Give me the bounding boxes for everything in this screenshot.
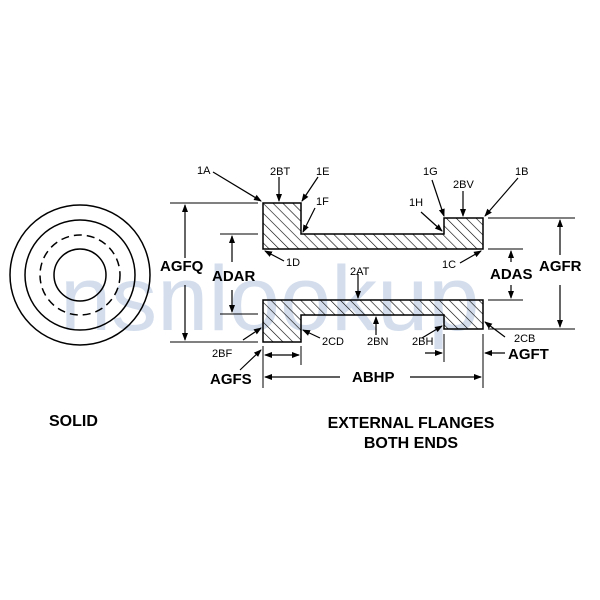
section-view (262, 202, 484, 343)
dim-ADAR: ADAR (212, 268, 255, 285)
label-2BF: 2BF (212, 348, 232, 360)
dimension-labels: AGFQ ADAR ADAS AGFR AGFS ABHP AGFT (160, 258, 582, 388)
dimension-arrows (182, 171, 563, 380)
label-1A: 1A (197, 165, 211, 177)
label-1H: 1H (409, 197, 423, 209)
extension-lines (170, 202, 575, 388)
label-1G: 1G (423, 166, 438, 178)
point-labels: 1A 2BT 1E 1F 1G 2BV 1B 1H 1D 2AT 1C 2BF … (197, 165, 535, 360)
solid-end-view (9, 204, 151, 346)
upper-wall (262, 202, 484, 250)
dim-AGFT: AGFT (508, 346, 549, 363)
outer-circle (9, 204, 151, 346)
label-2AT: 2AT (350, 266, 370, 278)
label-2BT: 2BT (270, 166, 290, 178)
caption-external-line1: EXTERNAL FLANGES (328, 415, 495, 432)
label-1D: 1D (286, 257, 300, 269)
dim-AGFS: AGFS (210, 371, 252, 388)
label-1F: 1F (316, 196, 329, 208)
label-1C: 1C (442, 259, 456, 271)
caption-external-line2: BOTH ENDS (364, 435, 459, 452)
label-2CD: 2CD (322, 336, 344, 348)
hidden-circle (39, 234, 121, 316)
dim-ABHP: ABHP (352, 369, 395, 386)
label-1E: 1E (316, 166, 329, 178)
dim-ADAS: ADAS (490, 266, 533, 283)
lower-wall (262, 299, 484, 343)
label-2BN: 2BN (367, 336, 388, 348)
label-2BV: 2BV (453, 179, 474, 191)
flange-circle (24, 219, 136, 331)
dim-AGFR: AGFR (539, 258, 582, 275)
label-2CB: 2CB (514, 333, 535, 345)
caption-solid: SOLID (49, 413, 98, 430)
bore-circle (53, 248, 107, 302)
label-2BH: 2BH (412, 336, 433, 348)
dim-AGFQ: AGFQ (160, 258, 204, 275)
label-1B: 1B (515, 166, 528, 178)
